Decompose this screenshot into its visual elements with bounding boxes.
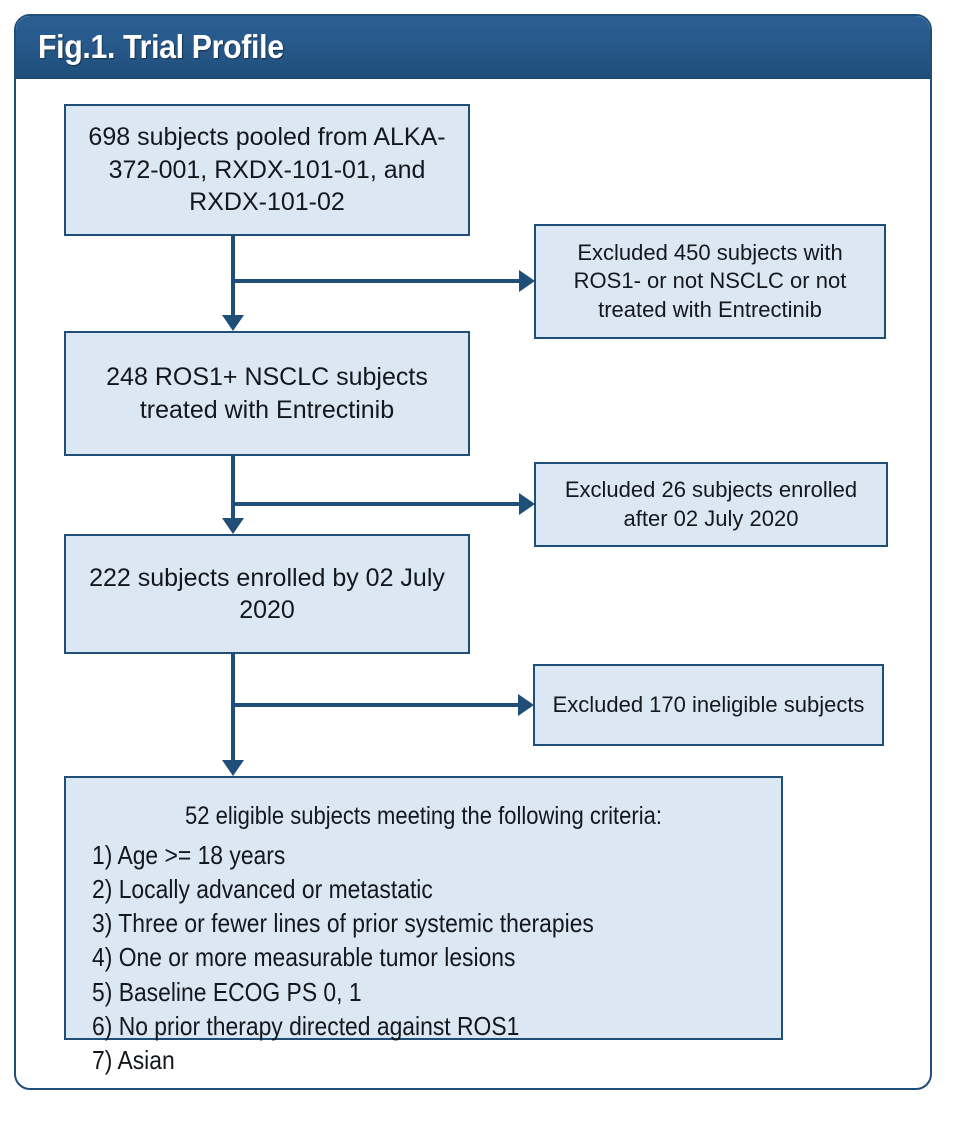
criteria-item: 4) One or more measurable tumor lesions <box>92 942 516 973</box>
flow-node-enrolled-text: 222 subjects enrolled by 02 July 2020 <box>89 563 445 625</box>
criteria-item: 5) Baseline ECOG PS 0, 1 <box>92 976 362 1007</box>
flow-node-excluded-2: Excluded 26 subjects enrolled after 02 J… <box>534 462 888 547</box>
eligibility-criteria-list: 1) Age >= 18 years 2) Locally advanced o… <box>66 838 781 1078</box>
arrow-right-icon <box>519 493 535 515</box>
flow-node-excluded-2-text: Excluded 26 subjects enrolled after 02 J… <box>564 476 858 531</box>
flowchart-canvas: 698 subjects pooled from ALKA-372-001, R… <box>16 79 930 1088</box>
connector-enrolled-branch-right <box>231 703 520 707</box>
flow-node-pooled-text: 698 subjects pooled from ALKA-372-001, R… <box>88 123 446 217</box>
connector-enrolled-vertical <box>231 654 235 760</box>
flow-node-ros1-treated-text: 248 ROS1+ NSCLC subjects treated with En… <box>106 363 428 424</box>
figure-title: Fig.1. Trial Profile <box>38 28 284 65</box>
flow-node-enrolled: 222 subjects enrolled by 02 July 2020 <box>64 534 470 654</box>
arrow-down-icon <box>222 760 244 776</box>
flow-node-ros1-treated: 248 ROS1+ NSCLC subjects treated with En… <box>64 331 470 456</box>
criteria-item: 3) Three or fewer lines of prior systemi… <box>92 908 594 939</box>
flow-node-eligible: 52 eligible subjects meeting the followi… <box>64 776 783 1075</box>
criteria-item: 6) No prior therapy directed against ROS… <box>92 1011 520 1042</box>
figure-frame: Fig.1. Trial Profile 698 subjects pooled… <box>14 14 932 1090</box>
arrow-down-icon <box>222 315 244 331</box>
flow-node-excluded-3: Excluded 170 ineligible subjects <box>533 664 884 746</box>
criteria-item: 1) Age >= 18 years <box>92 839 286 870</box>
connector-ros1-vertical <box>231 456 235 518</box>
flow-node-excluded-3-text: Excluded 170 ineligible subjects <box>552 691 865 717</box>
connector-pooled-vertical <box>231 236 235 315</box>
connector-pooled-branch-right <box>231 279 521 283</box>
arrow-right-icon <box>519 270 535 292</box>
arrow-right-icon <box>518 694 534 716</box>
arrow-down-icon <box>222 518 244 534</box>
eligible-heading: 52 eligible subjects meeting the followi… <box>185 802 662 830</box>
figure-title-bar: Fig.1. Trial Profile <box>16 16 930 79</box>
flow-node-pooled: 698 subjects pooled from ALKA-372-001, R… <box>64 104 470 236</box>
flow-node-excluded-1-text: Excluded 450 subjects with ROS1- or not … <box>573 239 847 322</box>
criteria-item: 7) Asian <box>92 1045 175 1076</box>
connector-ros1-branch-right <box>231 502 521 506</box>
flow-node-excluded-1: Excluded 450 subjects with ROS1- or not … <box>534 224 886 339</box>
criteria-item: 2) Locally advanced or metastatic <box>92 873 433 904</box>
